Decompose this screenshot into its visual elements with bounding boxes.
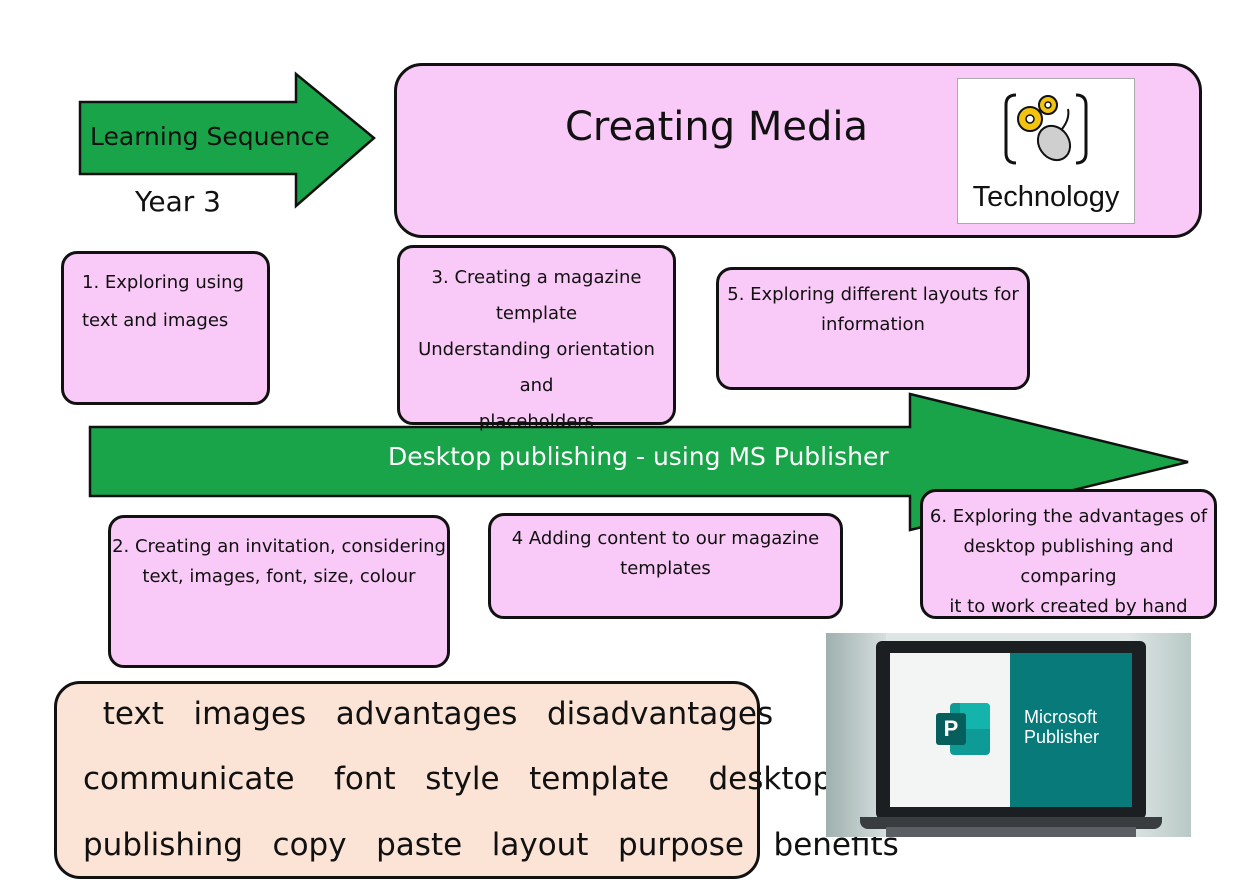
- vocabulary-line-3: publishing copy paste layout purpose ben…: [83, 827, 899, 863]
- step-3-box: 3. Creating a magazine template Understa…: [397, 245, 676, 432]
- step-1-box: 1. Exploring using text and images: [61, 251, 270, 405]
- step-6-text: 6. Exploring the advantages of desktop p…: [929, 506, 1208, 617]
- publisher-teal-panel: Microsoft Publisher: [1010, 653, 1132, 807]
- year-label: Year 3: [135, 185, 221, 218]
- gears-mouse-icon: [1004, 93, 1088, 165]
- step-4-text: 4 Adding content to our magazine templat…: [511, 528, 820, 579]
- desktop-publishing-label: Desktop publishing - using MS Publisher: [388, 442, 889, 471]
- step-2-box: 2. Creating an invitation, considering t…: [108, 515, 450, 668]
- vocabulary-line-1: text images advantages disadvantages: [83, 696, 774, 732]
- vocabulary-box: text images advantages disadvantages com…: [54, 681, 899, 879]
- step-3-text: 3. Creating a magazine template Understa…: [418, 267, 655, 432]
- publisher-laptop-photo: Microsoft Publisher P: [826, 633, 1191, 837]
- step-1-text: 1. Exploring using text and images: [82, 272, 244, 331]
- screen-text-2: Publisher: [1024, 727, 1100, 747]
- laptop-screen: Microsoft Publisher P: [876, 641, 1146, 819]
- learning-sequence-label: Learning Sequence: [90, 122, 330, 151]
- publisher-logo-icon: P: [936, 703, 992, 755]
- step-5-box: 5. Exploring different layouts for infor…: [716, 267, 1030, 390]
- step-2-text: 2. Creating an invitation, considering t…: [112, 536, 446, 587]
- technology-label: Technology: [972, 181, 1120, 213]
- title-box: Creating Media Technology: [394, 63, 1202, 238]
- page-title: Creating Media: [565, 104, 869, 150]
- publisher-logo-letter: P: [936, 713, 966, 745]
- laptop-base: [860, 817, 1162, 829]
- screen-text-1: Microsoft: [1024, 707, 1098, 727]
- step-6-box: 6. Exploring the advantages of desktop p…: [920, 489, 1217, 619]
- learning-sequence-arrow: [78, 71, 376, 209]
- step-5-text: 5. Exploring different layouts for infor…: [727, 284, 1019, 335]
- vocabulary-line-2: communicate font style template desktop: [83, 761, 833, 797]
- technology-badge: Technology: [957, 78, 1135, 224]
- step-4-box: 4 Adding content to our magazine templat…: [488, 513, 843, 619]
